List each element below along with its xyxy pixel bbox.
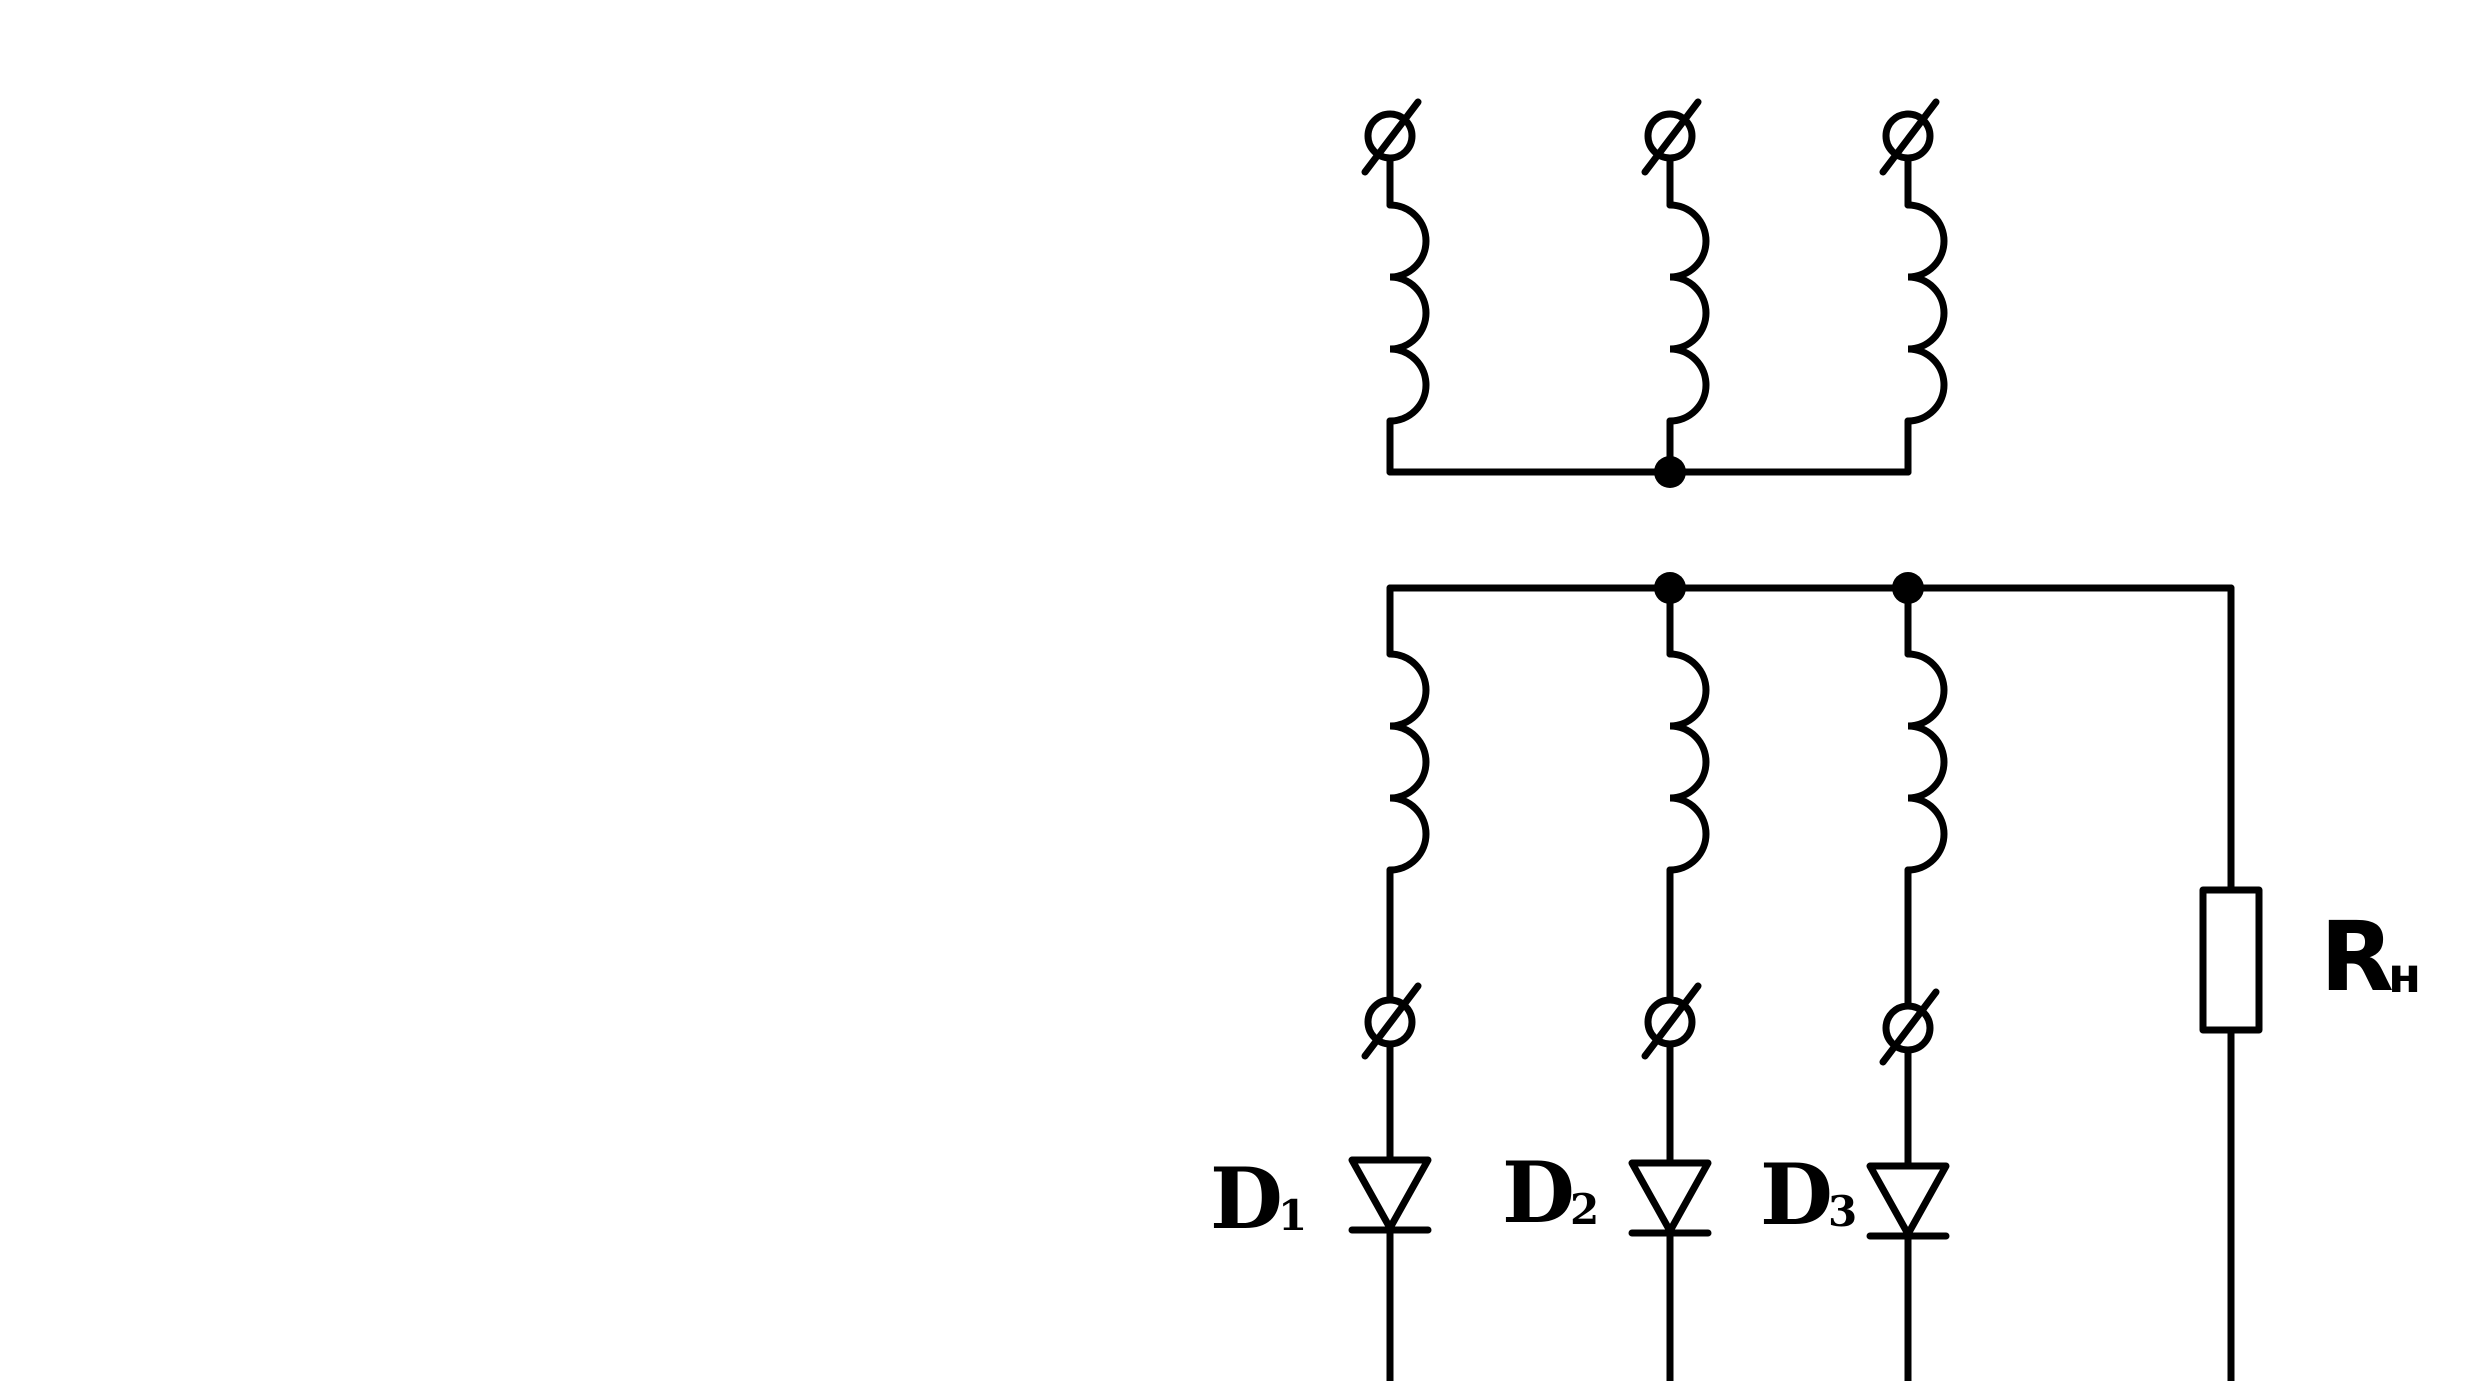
load-resistor-subscript: н bbox=[2388, 948, 2421, 1004]
diode-d2-label: D bbox=[1502, 1143, 1575, 1242]
primary-winding-c bbox=[1879, 98, 1948, 476]
diode-d2-subscript: 2 bbox=[1570, 1185, 1599, 1234]
secondary-winding-a bbox=[1361, 584, 1430, 1164]
primary-neutral-node bbox=[1654, 456, 1686, 488]
secondary-winding-c bbox=[1879, 584, 1948, 1170]
diode-d1-label: D bbox=[1210, 1149, 1283, 1248]
primary-winding-b bbox=[1641, 98, 1710, 476]
primary-winding-a bbox=[1361, 98, 1430, 476]
load-resistor-label: R bbox=[2320, 901, 2394, 1013]
load-resistor: R н bbox=[2199, 584, 2421, 1381]
diode-d1-icon bbox=[1348, 1156, 1432, 1232]
diode-d3-subscript: 3 bbox=[1828, 1187, 1857, 1236]
secondary-winding-b bbox=[1641, 584, 1710, 1167]
diode-d3-icon bbox=[1866, 1162, 1950, 1238]
diode-d3: D 3 bbox=[1760, 1145, 1950, 1381]
diode-d3-label: D bbox=[1760, 1145, 1833, 1244]
diode-d1: D 1 bbox=[1210, 1149, 1432, 1381]
diode-d1-subscript: 1 bbox=[1278, 1191, 1307, 1240]
diode-d2-icon bbox=[1628, 1159, 1712, 1235]
diode-d2: D 2 bbox=[1502, 1143, 1712, 1381]
resistor-icon bbox=[2199, 886, 2263, 1034]
